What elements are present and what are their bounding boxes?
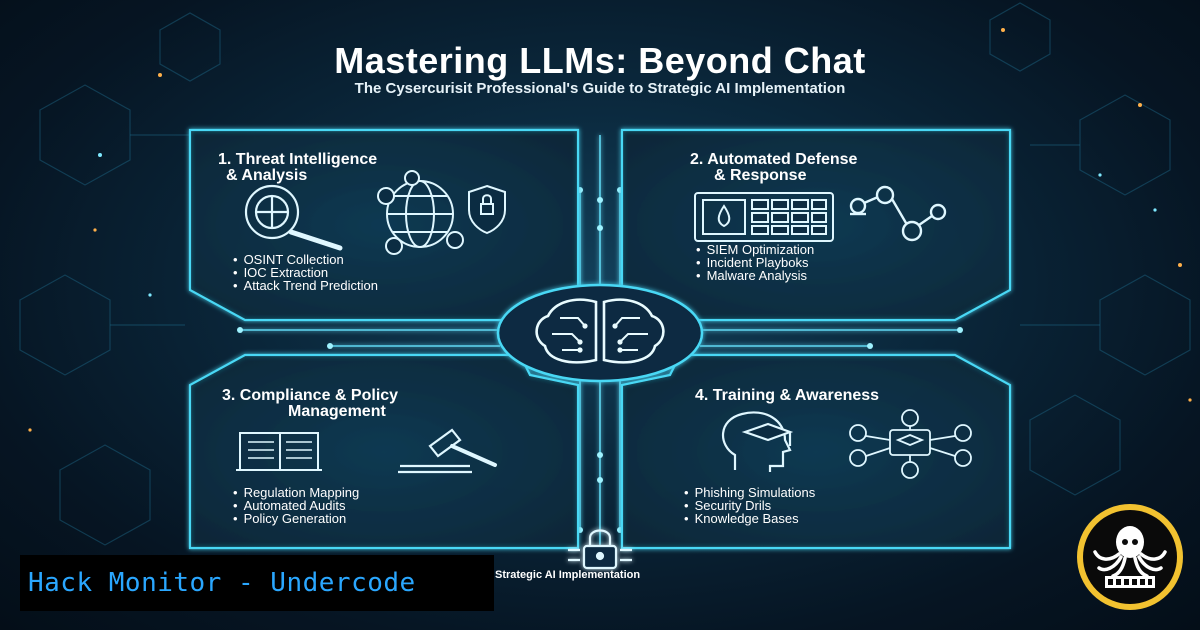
globe-icon [377, 170, 464, 255]
panel-1-title: 1. Threat Intelligence & Analysis [218, 152, 377, 184]
panel-3-title: 3. Compliance & Policy Management [222, 388, 398, 420]
lock-icon [568, 529, 632, 570]
page-title: Mastering LLMs: Beyond Chat [334, 40, 866, 81]
panel-2-title: 2. Automated Defense & Response [690, 152, 857, 184]
panel-4-title-line: 4. Training & Awareness [695, 387, 880, 404]
hex-pattern [19, 2, 1191, 546]
sparkles-cyan [98, 153, 1157, 297]
panel-3-title-line: Management [288, 403, 386, 420]
shield-icon [468, 184, 506, 235]
list-item: Policy Generation [233, 512, 359, 525]
list-item: Regulation Mapping [233, 486, 360, 499]
watermark-banner: Hack Monitor - Undercode [20, 555, 494, 611]
list-item: Phishing Simulations [684, 486, 816, 499]
panel-1-title-line: & Analysis [226, 167, 308, 184]
panel-frame-4 [620, 353, 1012, 550]
dashboard-icon [694, 192, 834, 242]
list-item: Attack Trend Prediction [233, 279, 378, 292]
gavel-icon [398, 428, 497, 474]
octopus-logo [1077, 504, 1183, 610]
panel-3-bullets: Regulation Mapping Automated Audits Poli… [233, 486, 360, 525]
panel-4-bullets: Phishing Simulations Security Drils Know… [684, 486, 816, 525]
circuit-nodes [237, 187, 963, 533]
page-subtitle: The Cysercurisit Professional's Guide to… [354, 80, 846, 97]
list-item: Automated Audits [233, 499, 359, 512]
panel-1-bullets: OSINT Collection IOC Extraction Attack T… [233, 253, 378, 292]
panel-1-title-line: 1. Threat Intelligence [218, 151, 378, 168]
magnifier-icon [244, 184, 343, 251]
list-item: Security Drils [684, 499, 815, 512]
list-item: Malware Analysis [696, 269, 814, 282]
panel-3-title-line: 3. Compliance & Policy [222, 387, 399, 404]
book-icon [236, 432, 322, 471]
panel-2-title-line: & Response [714, 167, 807, 184]
watermark-text: Hack Monitor - Undercode [28, 568, 416, 598]
panel-2-bullets: SIEM Optimization Incident Playboks Malw… [696, 243, 815, 282]
list-item: SIEM Optimization [696, 243, 815, 256]
brain-icon [496, 283, 704, 383]
head-graduation-icon [721, 411, 794, 472]
robot-arm-icon [849, 185, 947, 242]
list-item: Incident Playboks [696, 256, 814, 269]
footer-caption: Strategic AI Implementation [495, 569, 641, 581]
list-item: Knowledge Bases [684, 512, 815, 525]
list-item: OSINT Collection [233, 253, 378, 266]
sparkles [28, 28, 1192, 432]
panel-2-title-line: 2. Automated Defense [690, 151, 858, 168]
network-people-icon [849, 409, 972, 479]
panel-4-title: 4. Training & Awareness [695, 388, 879, 404]
list-item: IOC Extraction [233, 266, 378, 279]
